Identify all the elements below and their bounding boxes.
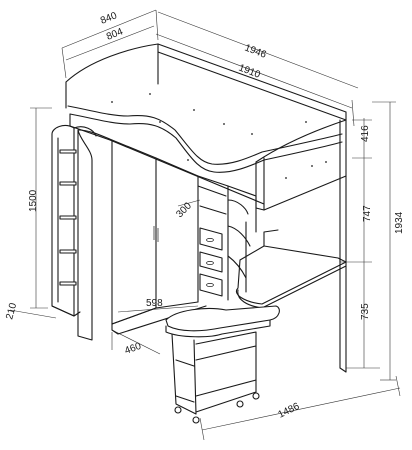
label-mid-height: 747: [362, 205, 373, 222]
ladder: [51, 125, 97, 317]
desk: [236, 175, 347, 373]
dimension-lines: [9, 9, 401, 441]
label-desk-height: 735: [360, 303, 371, 320]
label-length-outer: 1946: [243, 43, 268, 61]
label-cabinet-depth: 460: [123, 341, 143, 357]
wardrobe: [77, 129, 207, 341]
label-depth-inner: 804: [105, 26, 125, 43]
label-depth-outer: 840: [99, 10, 119, 27]
bed-frame: [65, 43, 347, 211]
shelf-unit: [197, 175, 257, 301]
label-length-inner: 1910: [237, 63, 262, 81]
label-wardrobe-opening: 598: [146, 298, 163, 309]
label-top-rail-height: 416: [360, 125, 371, 142]
label-shelf-depth: 300: [174, 200, 194, 220]
pull-out-table: [165, 305, 280, 424]
dimension-labels: 840 804 1946 1910 416 747 1934 1500 210 …: [4, 10, 405, 421]
label-ladder-height: 1500: [28, 189, 39, 212]
label-total-height: 1934: [394, 211, 405, 234]
label-desk-depth: 1486: [276, 401, 301, 421]
label-ladder-offset: 210: [4, 301, 19, 320]
